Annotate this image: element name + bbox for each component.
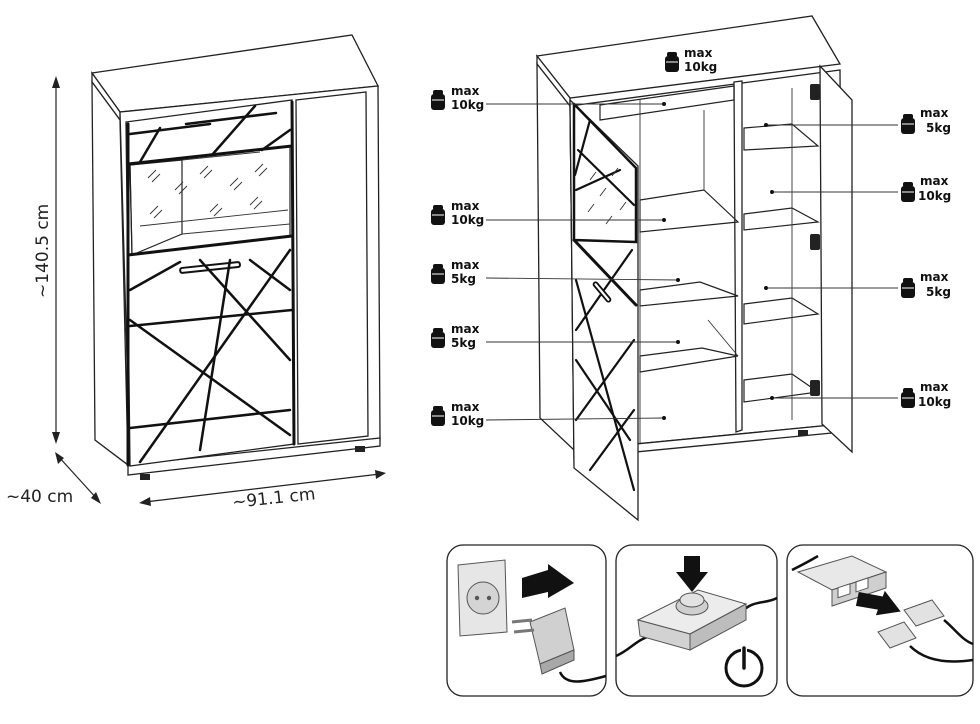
svg-text:max: max [451, 199, 480, 213]
svg-text:10kg: 10kg [451, 414, 484, 428]
closed-cabinet-drawing [90, 34, 381, 480]
load-callouts: max 10kg max 10kg max 10kg max 5kg max 5… [430, 46, 951, 428]
svg-text:5kg: 5kg [926, 285, 951, 299]
depth-dimension: ~40 cm [6, 452, 101, 507]
height-label: ~140.5 cm [33, 204, 53, 298]
svg-text:max: max [451, 258, 480, 272]
svg-text:5kg: 5kg [451, 272, 476, 286]
height-dimension: ~140.5 cm [33, 76, 60, 444]
svg-text:max: max [920, 106, 949, 120]
width-label: ~91.1 cm [231, 484, 316, 513]
svg-text:max: max [920, 174, 949, 188]
connect-led-cable-icon [791, 554, 974, 663]
left-callout-5: max 10kg [430, 400, 666, 428]
left-callout-4: max 5kg [430, 322, 680, 350]
press-button-power-icon [615, 556, 778, 688]
right-callout-3: max 5kg [764, 270, 951, 299]
svg-text:10kg: 10kg [918, 395, 951, 409]
svg-text:5kg: 5kg [451, 336, 476, 350]
width-dimension: ~91.1 cm [139, 470, 386, 513]
svg-text:10kg: 10kg [451, 213, 484, 227]
svg-text:10kg: 10kg [918, 189, 951, 203]
top-weight: 10kg [684, 60, 717, 74]
step-panel-button [615, 544, 778, 697]
svg-text:max: max [920, 380, 949, 394]
svg-text:max: max [451, 322, 480, 336]
left-callout-2: max 10kg [430, 199, 666, 227]
right-callout-4: max 10kg [770, 380, 951, 409]
right-callout-2: max 10kg [770, 174, 951, 203]
top-max: max [684, 46, 713, 60]
step-panel-plug [446, 544, 607, 697]
svg-text:10kg: 10kg [451, 98, 484, 112]
right-callout-1: max 5kg [764, 106, 951, 135]
depth-label: ~40 cm [6, 487, 73, 507]
left-callout-1: max 10kg [430, 84, 666, 112]
open-cabinet-drawing [535, 15, 853, 522]
svg-text:max: max [451, 84, 480, 98]
plug-into-socket-icon [457, 559, 607, 683]
left-callout-3: max 5kg [430, 258, 680, 286]
svg-text:max: max [920, 270, 949, 284]
svg-text:max: max [451, 400, 480, 414]
step-panel-connect [786, 544, 974, 697]
svg-text:5kg: 5kg [926, 121, 951, 135]
